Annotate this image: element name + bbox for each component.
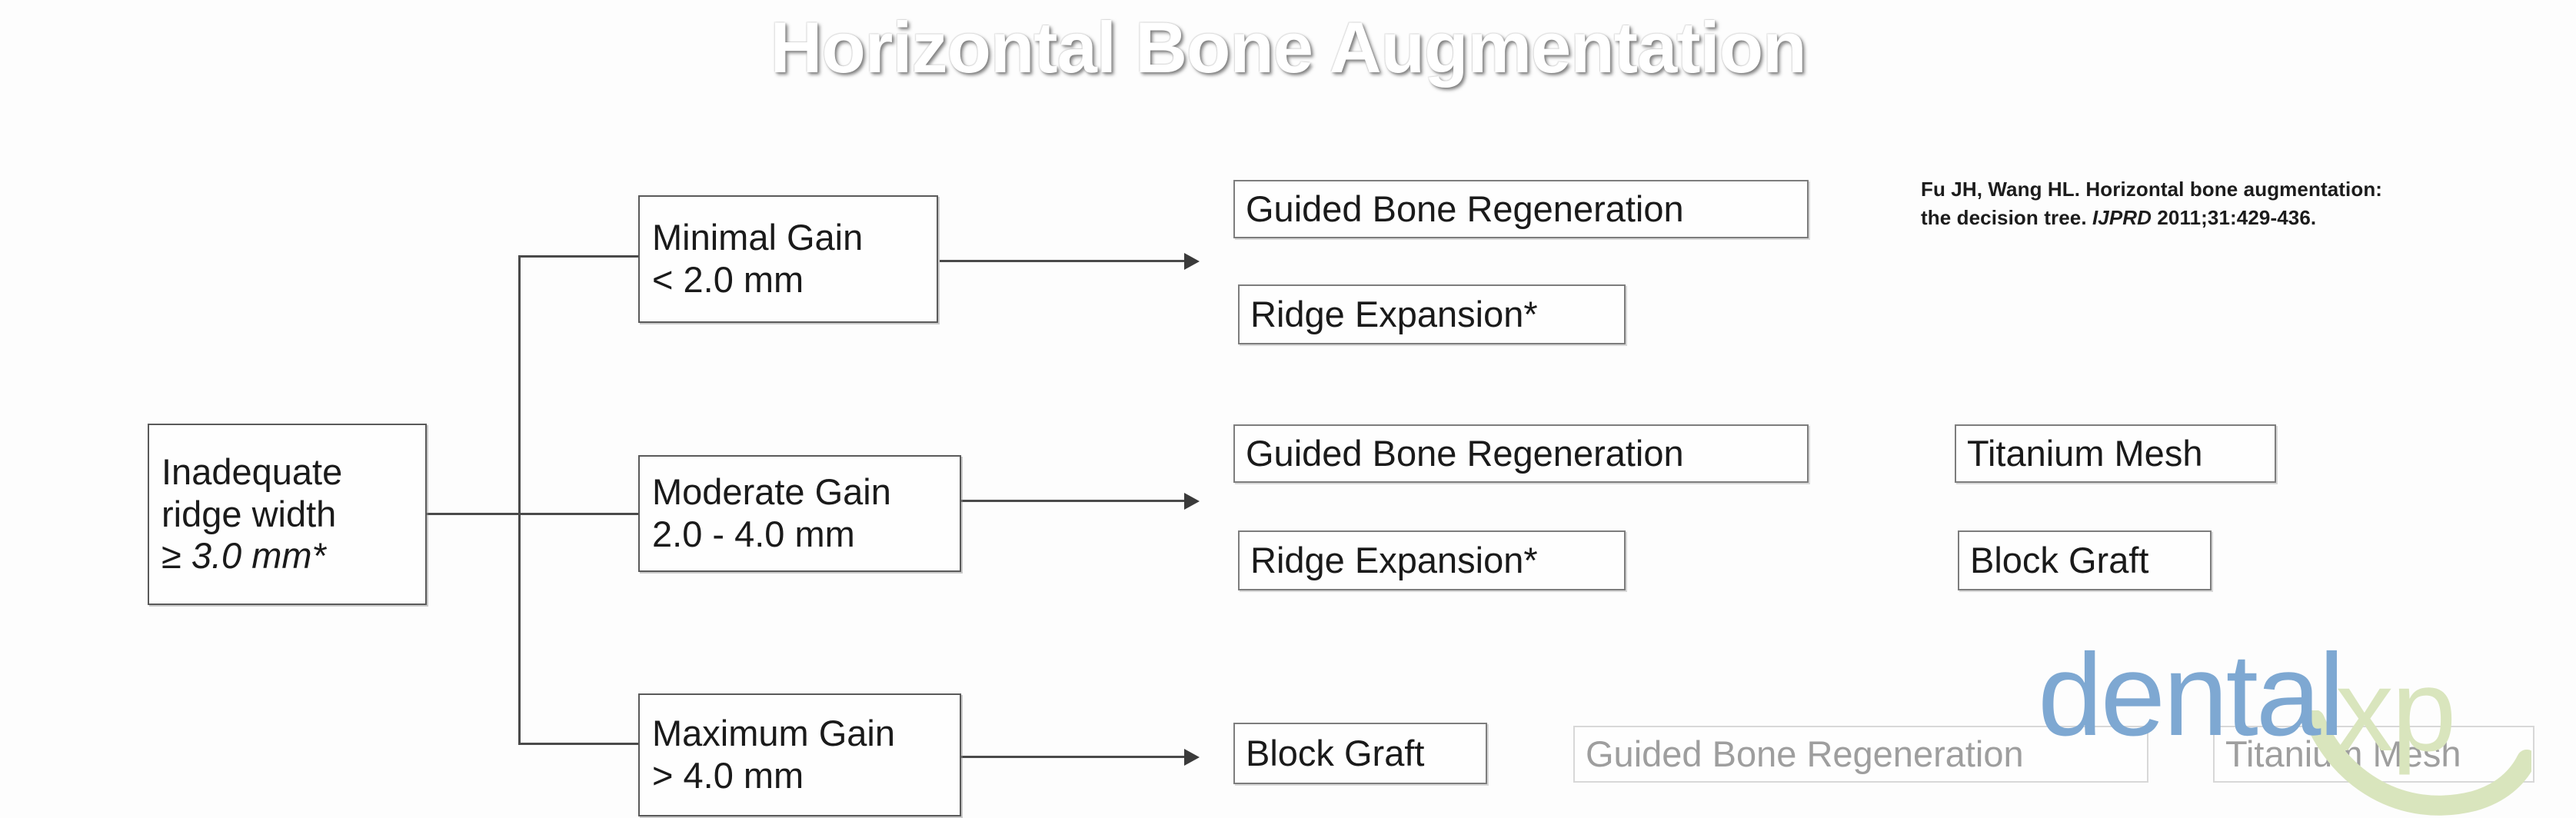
connector-branch-minimal: [518, 255, 668, 258]
citation-line-2: the decision tree. IJPRD 2011;31:429-436…: [1921, 204, 2559, 232]
treatment-label: Titanium Mesh: [1967, 432, 2203, 474]
moderate-gain-label: Moderate Gain: [652, 471, 891, 513]
treatment-moderate-block-graft[interactable]: Block Graft: [1958, 530, 2212, 590]
maximum-gain-range: > 4.0 mm: [652, 755, 804, 796]
treatment-moderate-ridge-expansion[interactable]: Ridge Expansion*: [1238, 530, 1626, 590]
connector-minimal-to-treatments: [940, 260, 1190, 262]
connector-moderate-to-treatments: [961, 500, 1190, 502]
minimal-gain-label: Minimal Gain: [652, 217, 864, 258]
node-minimal-gain[interactable]: Minimal Gain < 2.0 mm: [638, 195, 938, 323]
root-line-2: ridge width: [161, 493, 337, 534]
treatment-minimal-ridge-expansion[interactable]: Ridge Expansion*: [1238, 284, 1626, 344]
citation-line2-prefix: the decision tree.: [1921, 205, 2092, 229]
citation-line2-suffix: 2011;31:429-436.: [2152, 205, 2317, 229]
connector-root-stem: [427, 513, 521, 515]
page-title: Horizontal Bone Augmentation: [770, 7, 1806, 88]
connector-trunk: [518, 255, 521, 743]
treatment-label: Block Graft: [1246, 732, 1425, 773]
treatment-moderate-gbr[interactable]: Guided Bone Regeneration: [1233, 424, 1809, 483]
treatment-maximum-block-graft[interactable]: Block Graft: [1233, 723, 1487, 784]
root-line-3: ≥ 3.0 mm*: [161, 535, 326, 577]
arrow-minimal-to-treatments: [1184, 253, 1200, 270]
treatment-maximum-gbr[interactable]: Guided Bone Regeneration: [1573, 726, 2148, 783]
treatment-minimal-gbr[interactable]: Guided Bone Regeneration: [1233, 180, 1809, 238]
treatment-moderate-titanium-mesh[interactable]: Titanium Mesh: [1955, 424, 2276, 483]
treatment-label: Guided Bone Regeneration: [1586, 733, 2024, 774]
treatment-label: Block Graft: [1970, 539, 2149, 580]
treatment-maximum-titanium-mesh[interactable]: Titanium Mesh: [2213, 726, 2534, 783]
treatment-label: Ridge Expansion*: [1250, 293, 1538, 334]
minimal-gain-range: < 2.0 mm: [652, 259, 804, 300]
treatment-label: Titanium Mesh: [2225, 733, 2461, 774]
connector-branch-moderate: [518, 513, 668, 515]
treatment-label: Guided Bone Regeneration: [1246, 188, 1684, 229]
citation-reference: Fu JH, Wang HL. Horizontal bone augmenta…: [1921, 175, 2559, 232]
treatment-label: Guided Bone Regeneration: [1246, 432, 1684, 474]
arrow-moderate-to-treatments: [1184, 493, 1200, 510]
root-line-1: Inadequate: [161, 451, 343, 493]
citation-journal: IJPRD: [2092, 205, 2152, 229]
maximum-gain-label: Maximum Gain: [652, 713, 896, 754]
node-maximum-gain[interactable]: Maximum Gain > 4.0 mm: [638, 693, 961, 816]
citation-line-1: Fu JH, Wang HL. Horizontal bone augmenta…: [1921, 178, 2383, 201]
connector-branch-maximum: [518, 743, 668, 745]
arrow-maximum-to-treatments: [1184, 749, 1200, 766]
treatment-label: Ridge Expansion*: [1250, 539, 1538, 580]
node-inadequate-ridge-width[interactable]: Inadequate ridge width ≥ 3.0 mm*: [148, 424, 427, 605]
connector-maximum-to-treatments: [961, 756, 1190, 758]
node-moderate-gain[interactable]: Moderate Gain 2.0 - 4.0 mm: [638, 455, 961, 572]
moderate-gain-range: 2.0 - 4.0 mm: [652, 514, 855, 554]
